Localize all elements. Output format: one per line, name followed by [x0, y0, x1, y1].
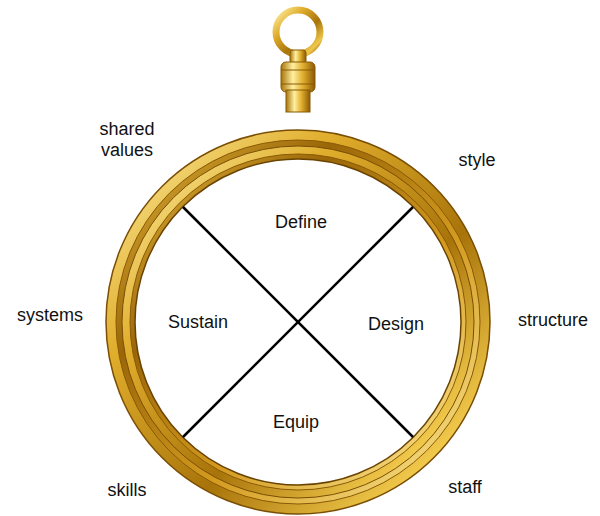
outer-label: staff — [448, 477, 482, 498]
quadrant-label: Design — [368, 314, 424, 335]
quadrant-label: Sustain — [168, 312, 228, 333]
outer-label: structure — [518, 310, 588, 331]
quadrant-label: Define — [275, 212, 327, 233]
outer-label: style — [458, 150, 495, 171]
outer-label: systems — [17, 305, 83, 326]
outer-label: shared values — [87, 119, 167, 160]
quadrant-label: Equip — [273, 412, 319, 433]
outer-label: skills — [108, 480, 147, 501]
